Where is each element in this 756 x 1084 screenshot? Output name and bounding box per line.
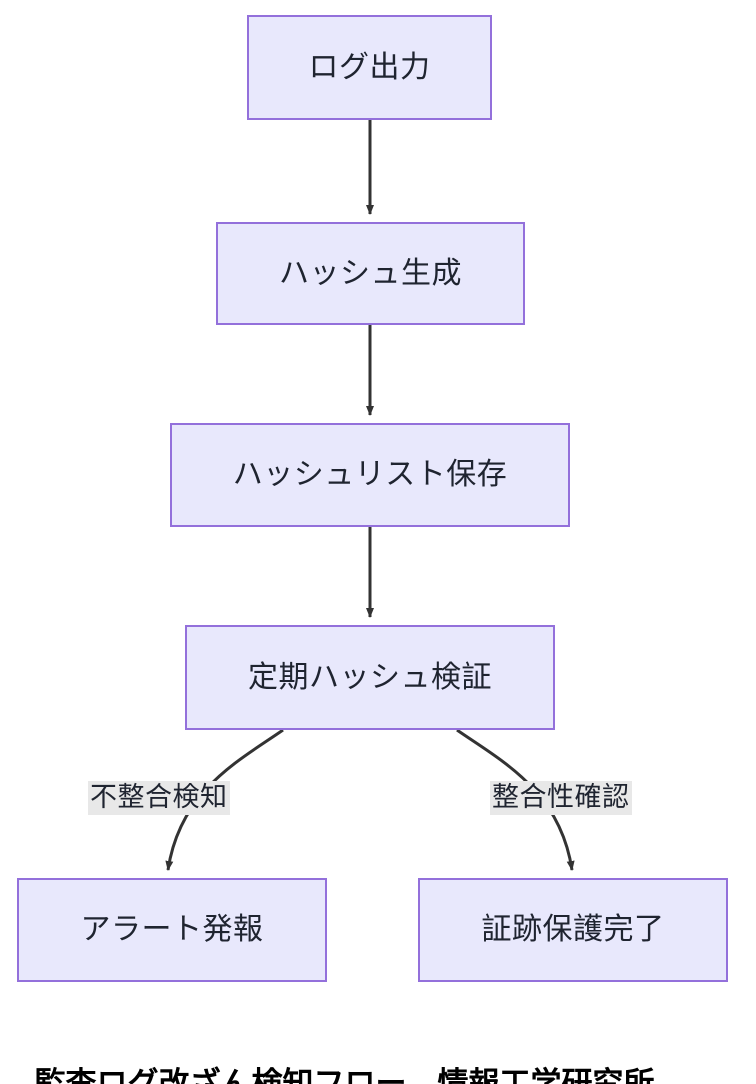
node-label: 定期ハッシュ検証 [248,660,492,694]
node-label: アラート発報 [80,913,264,946]
node-periodic-hash-verify[interactable]: 定期ハッシュ検証 [185,625,555,730]
node-label: ハッシュリスト保存 [232,458,508,491]
node-label: 証跡保護完了 [481,913,665,946]
diagram-caption-text: 監査ログ改ざん検知フロー 情報工学研究所 [34,1065,654,1084]
diagram-caption: 監査ログ改ざん検知フロー 情報工学研究所 [0,1026,756,1084]
node-label: ハッシュ生成 [279,256,462,290]
edge-label-mismatch-detected: 不整合検知 [88,781,230,815]
node-alert-issue[interactable]: アラート発報 [17,878,327,982]
node-label: ログ出力 [308,50,431,84]
node-log-output[interactable]: ログ出力 [247,15,492,120]
node-hashlist-store[interactable]: ハッシュリスト保存 [170,423,570,527]
node-evidence-protected[interactable]: 証跡保護完了 [418,878,728,982]
node-hash-generation[interactable]: ハッシュ生成 [216,222,525,325]
edge-label-integrity-confirmed: 整合性確認 [490,781,632,815]
